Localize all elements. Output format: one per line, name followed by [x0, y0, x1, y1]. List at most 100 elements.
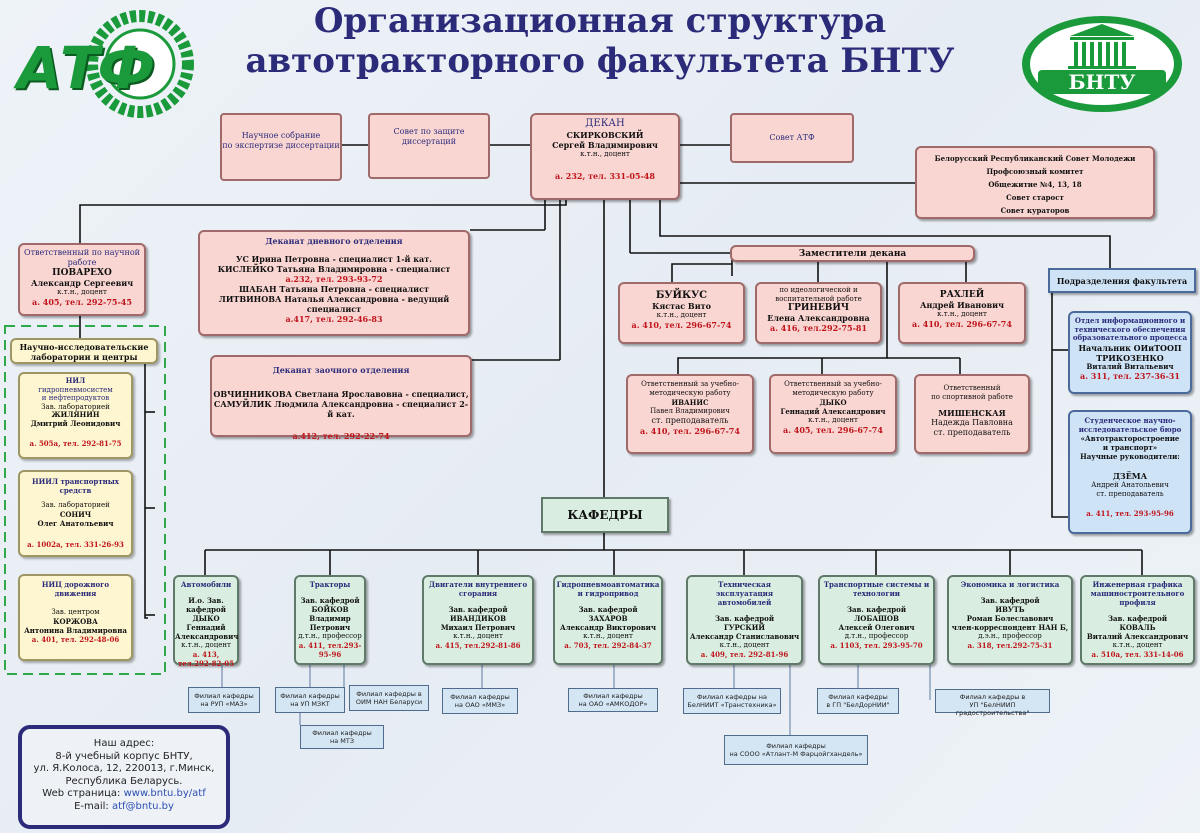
dept-surname: ДЫКО: [192, 614, 220, 623]
lab2-title1: НИИЛ транспортных: [32, 477, 119, 486]
deputy3-name: Андрей Иванович: [920, 300, 1004, 310]
email-link[interactable]: atf@bntu.by: [111, 800, 174, 812]
bntu-building-icon: [1022, 16, 1182, 112]
filial6-line1: Филиал кафедры: [583, 692, 643, 700]
otdel-line4: Начальник ОИиТООП: [1078, 342, 1182, 353]
dept-title3: профиля: [1119, 598, 1156, 607]
division-bureau-card: Студенческое научно- исследовательское б…: [1068, 410, 1192, 534]
dept-role: Зав. кафедрой: [980, 596, 1040, 605]
filial3-line2: ОИМ НАН Беларуси: [355, 698, 423, 706]
filial-atlant: Филиал кафедры на СООО «Атлант-М Фарцойг…: [724, 735, 868, 765]
dept-contact: а. 413, тел.292-82-05: [177, 650, 235, 668]
filial-amkodor: Филиал кафедры на ОАО «АМКОДОР»: [568, 688, 658, 712]
responsible-card-1: Ответственный за учебно- методическую ра…: [626, 374, 754, 454]
deanery-day-box: Деканат дневного отделения УС Ирина Петр…: [198, 230, 470, 336]
address-line3: ул. Я.Колоса, 12, 220013, г.Минск,: [33, 763, 215, 774]
address-email: E-mail: atf@bntu.by: [22, 801, 226, 814]
page-title-line2: автотракторного факультета БНТУ: [245, 41, 955, 81]
labs-header: Научно-исследовательские лаборатории и ц…: [10, 338, 158, 364]
deanery-day-line1: УС Ирина Петровна - специалист 1-й кат.: [236, 254, 432, 264]
resp2-surname: ДЫКО: [819, 398, 847, 407]
bureau-degree: ст. преподаватель: [1096, 490, 1164, 498]
dept-name: Александр Станиславович: [689, 632, 800, 641]
lab3-role: Зав. центром: [51, 608, 100, 616]
research-resp-line1: Ответственный по научной: [24, 248, 140, 257]
deputy3-degree: к.т.н., доцент: [937, 310, 987, 318]
resp3-degree: ст. преподаватель: [933, 428, 1011, 437]
filial10-line2: УП "БелНИИП градостроительства": [955, 701, 1030, 717]
atf-council-label: Совет АТФ: [769, 133, 815, 142]
youth-council-box: Белорусский Республиканский Совет Молоде…: [915, 146, 1155, 219]
resp2-contact: а. 405, тел. 296-67-74: [783, 425, 883, 435]
youth-line-2: Профсоюзный комитет: [986, 167, 1084, 176]
dept-surname: ЗАХАРОВ: [588, 614, 628, 623]
filial2-line1: Филиал кафедры: [280, 692, 340, 700]
deputy3-contact: а. 410, тел. 296-67-74: [912, 319, 1012, 329]
dept-degree: к.т.н., доцент: [719, 641, 770, 649]
deputy2-name: Елена Александровна: [767, 313, 870, 323]
responsible-card-2: Ответственный за учебно- методическую ра…: [769, 374, 897, 454]
otdel-contact: а. 311, тел. 237-36-31: [1080, 371, 1180, 381]
dept-title2: технологии: [852, 589, 901, 598]
dept-name2: Александрович: [175, 632, 239, 641]
filial-maz: Филиал кафедры на РУП «МАЗ»: [188, 687, 260, 713]
deputy2-contact: а. 416, тел.292-75-81: [769, 323, 868, 333]
dept-role: Зав. кафедрой: [578, 605, 638, 614]
filial1-line2: на РУП «МАЗ»: [200, 700, 248, 708]
filial-transtekhnika: Филиал кафедры на БелНИИТ «Транстехника»: [683, 688, 781, 714]
dept-contact: а. 510а, тел. 331-14-06: [1091, 650, 1184, 659]
resp2-name: Геннадий Александрович: [780, 407, 886, 416]
bureau-line2: исследовательское бюро: [1078, 425, 1182, 434]
deanery-corr-contact: а.412, тел. 292-22-74: [292, 431, 390, 441]
dept-degree: к.т.н., доцент: [583, 632, 633, 640]
address-line2: 8-й учебный корпус БНТУ,: [55, 750, 193, 762]
labs-header-line2: лаборатории и центры: [30, 352, 138, 362]
lab2-contact: а. 1002а, тел. 331-26-93: [27, 540, 124, 549]
resp1-surname: ИВАНИС: [671, 398, 709, 407]
resp1-pre2: методическую работу: [649, 389, 731, 397]
dept-title1: Тракторы: [309, 580, 351, 589]
research-resp-surname: ПОВАРЕХО: [52, 268, 112, 278]
dept-title1: Гидропневмоавтоматика: [556, 580, 660, 589]
research-resp-name: Александр Сергеевич: [30, 278, 134, 288]
deanery-corr-line1: ОВЧИННИКОВА Светлана Ярославовна - специ…: [213, 389, 469, 399]
dept-title1: Инженерная графика: [1092, 580, 1183, 589]
web-link[interactable]: www.bntu.by/atf: [123, 788, 206, 799]
filial-oim: Филиал кафедры в ОИМ НАН Беларуси: [349, 685, 429, 711]
division-otdel-card: Отдел информационного и технического обе…: [1068, 311, 1192, 394]
filial5-line2: на ОАО «ММЗ»: [454, 701, 506, 709]
resp1-pre1: Ответственный за учебно-: [641, 380, 739, 388]
dept-role: Зав. кафедрой: [448, 605, 508, 614]
youth-line-4: Совет старост: [1006, 193, 1064, 202]
dept-role: Зав. кафедрой: [846, 605, 907, 614]
dept-name: Геннадий: [186, 623, 226, 632]
filial-belniip: Филиал кафедры в УП "БелНИИП градостроит…: [935, 689, 1050, 717]
filial-beldornii: Филиал кафедры в ГП "БелДорНИИ": [817, 688, 899, 714]
lab1-title3: и нефтепродуктов: [41, 394, 110, 402]
deanery-day-contact2: а.417, тел. 292-46-83: [285, 314, 383, 324]
dept-surname: ИВАНДИКОВ: [449, 614, 507, 623]
youth-line-1: Белорусский Республиканский Совет Молоде…: [934, 154, 1136, 163]
dept-name: Владимир Петрович: [309, 614, 351, 632]
deanery-corr-title: Деканат заочного отделения: [272, 365, 410, 375]
bureau-line5: Научные руководители:: [1080, 452, 1180, 461]
deanery-day-contact1: а.232, тел. 293-93-72: [285, 274, 383, 284]
deputy-card-2: по идеологической и воспитательной работ…: [755, 282, 882, 344]
dean-box: ДЕКАН СКИРКОВСКИЙ Сергей Владимирович к.…: [530, 113, 680, 200]
scientific-assembly-box: Научное собрание по экспертизе диссертац…: [220, 113, 342, 181]
bntu-logo-text: БНТУ: [1068, 70, 1136, 94]
dept-surname: КОВАЛЬ: [1119, 623, 1156, 632]
deanery-correspondence-box: Деканат заочного отделения ОВЧИННИКОВА С…: [210, 355, 472, 441]
resp1-contact: а. 410, тел. 296-67-74: [640, 426, 740, 436]
deputy-card-3: РАХЛЕЙ Андрей Иванович к.т.н., доцент а.…: [898, 282, 1026, 344]
dept-name: Александр Викторович: [560, 623, 656, 632]
lab1-title2: гидропневмосистем: [38, 385, 113, 394]
dept-title1: Двигатели внутреннего: [428, 580, 528, 589]
dept-degree: к.т.н., доцент: [453, 632, 503, 640]
labs-header-line1: Научно-исследовательские: [19, 342, 149, 352]
deanery-day-line2: КИСЛЕЙКО Татьяна Владимировна - специали…: [217, 264, 451, 274]
filial4-line1: Филиал кафедры: [312, 729, 372, 737]
